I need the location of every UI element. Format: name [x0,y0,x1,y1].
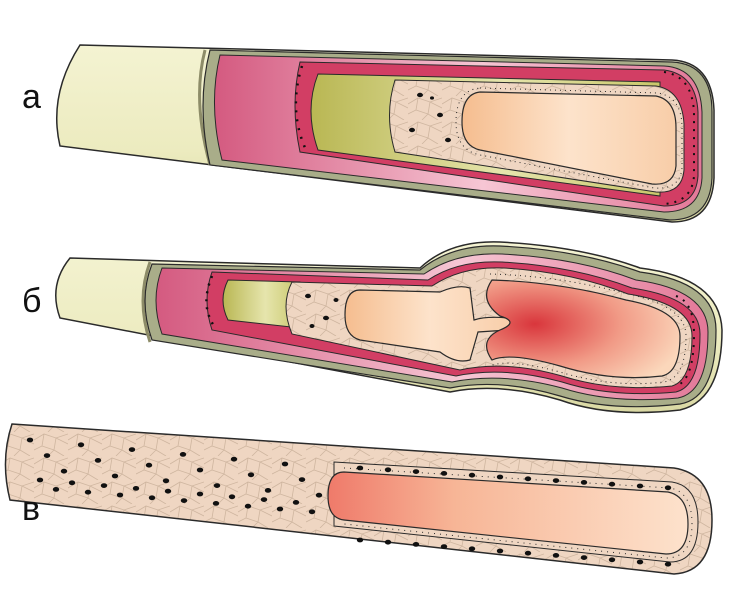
vessel-b-bulge-lumen [485,279,681,379]
vessel-a-lumen [461,91,677,185]
vessel-c-lumen [327,471,689,555]
panel-label-a: а [22,78,41,116]
vessel-a [55,44,715,223]
vessel-b-muscle [222,279,301,329]
vessel-b [55,241,723,414]
vessel-c [4,423,713,575]
panel-label-v: в [22,490,41,528]
vessel-b-lumen [344,286,516,362]
panel-label-b: б [22,282,42,320]
